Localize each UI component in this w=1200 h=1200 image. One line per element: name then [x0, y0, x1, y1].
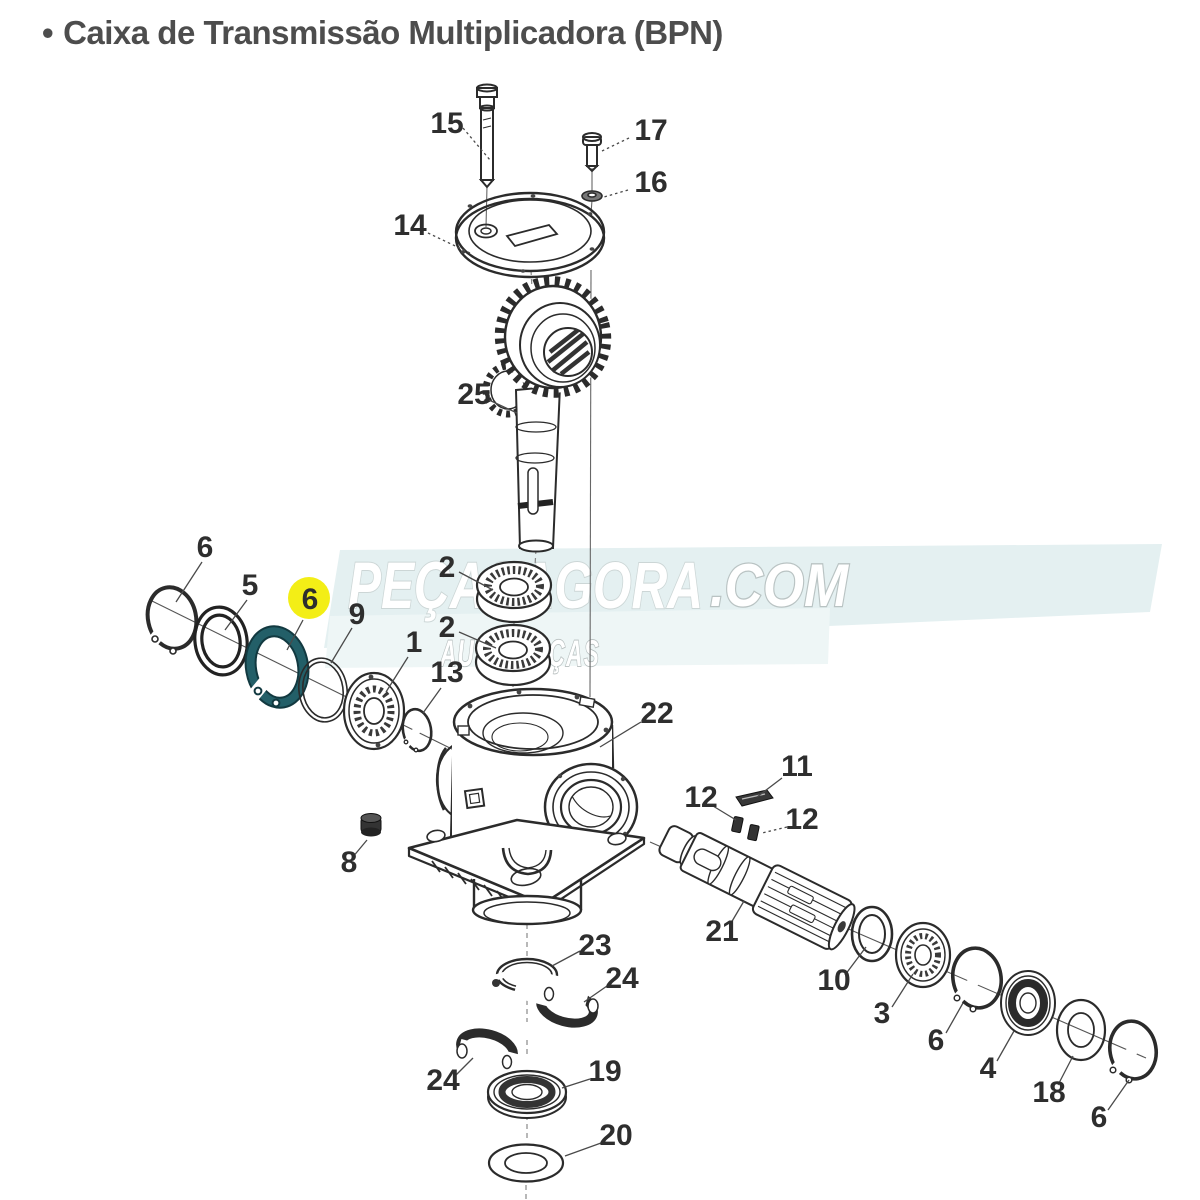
- page-title: •Caixa de Transmissão Multiplicadora (BP…: [42, 14, 723, 52]
- output-shaft-drawing: [658, 825, 856, 951]
- leader-line-tapered-bearing-lower: [458, 631, 497, 649]
- leader-line-gearbox-housing: [599, 721, 642, 748]
- leader-line-output-shaft: [730, 900, 745, 924]
- part-label-pin-left[interactable]: 12: [684, 781, 717, 814]
- part-label-tapered-bearing-lower[interactable]: 2: [439, 611, 456, 644]
- leader-line-plug: [351, 839, 368, 859]
- tapered-bearing-upper-drawing: [475, 560, 553, 624]
- leader-line-oil-seal-bottom: [561, 1078, 591, 1089]
- title-text: Caixa de Transmissão Multiplicadora (BPN…: [63, 14, 723, 51]
- part-label-key[interactable]: 11: [781, 750, 813, 783]
- lock-washer-drawing: [581, 190, 603, 202]
- title-bullet: •: [42, 14, 54, 51]
- leader-line-snap-ring-shaft-1: [945, 1002, 964, 1034]
- part-label-plug[interactable]: 8: [341, 846, 358, 879]
- leader-line-shim-ring: [330, 627, 353, 664]
- snap-ring-highlighted-drawing: [243, 625, 310, 709]
- washer-shaft-drawing: [850, 905, 894, 963]
- part-label-gearbox-housing[interactable]: 22: [640, 697, 673, 730]
- leader-line-gear-shaft: [488, 399, 518, 414]
- part-label-half-ring-left[interactable]: 24: [426, 1064, 460, 1097]
- leader-line-pin-right: [761, 826, 788, 834]
- oil-seal-bottom-drawing: [486, 1069, 568, 1119]
- cover-plate-drawing: [454, 191, 606, 279]
- part-label-pin-right[interactable]: 12: [785, 803, 818, 836]
- leader-line-washer-end: [1057, 1055, 1074, 1086]
- part-label-half-ring-right[interactable]: 24: [605, 962, 639, 995]
- leader-line-cover-plate: [427, 232, 471, 254]
- leader-line-key: [756, 777, 783, 798]
- snap-ring-shaft-1-drawing: [946, 946, 1004, 1013]
- leader-line-oil-seal-shaft: [996, 1030, 1015, 1062]
- half-ring-right-drawing: [513, 966, 599, 1028]
- watermark-tld-text: .COM: [710, 552, 850, 619]
- part-label-ball-bearing[interactable]: 1: [406, 626, 423, 659]
- leader-line-snap-ring-highlighted: [286, 619, 304, 651]
- ball-bearing-drawing: [342, 671, 406, 751]
- tapered-bearing-lower-drawing: [474, 623, 552, 687]
- washer-bottom-drawing: [487, 1143, 565, 1183]
- leader-line-snap-ring-shaft-2: [1107, 1079, 1130, 1111]
- part-label-snap-ring-small[interactable]: 13: [430, 656, 463, 689]
- washer-end-drawing: [1055, 998, 1107, 1062]
- leader-line-half-ring-right: [583, 985, 608, 1003]
- part-label-snap-ring-highlighted[interactable]: 6: [302, 583, 319, 616]
- part-label-snap-ring-bottom[interactable]: 23: [578, 929, 611, 962]
- part-label-tapered-bearing-upper[interactable]: 2: [439, 551, 456, 584]
- seal-ring-drawing: [193, 605, 249, 677]
- leader-line-seal-ring: [224, 599, 248, 631]
- gear-shaft-drawing: [482, 276, 612, 553]
- gearbox-housing-drawing: [407, 687, 646, 926]
- part-label-snap-ring-shaft-2[interactable]: 6: [1091, 1101, 1108, 1134]
- leader-line-snap-ring-left: [175, 561, 203, 603]
- part-label-cap-screw-long[interactable]: 15: [430, 107, 463, 140]
- leader-line-lock-washer: [603, 189, 629, 198]
- leader-line-half-ring-left: [455, 1057, 474, 1076]
- part-label-roller-bearing[interactable]: 3: [874, 997, 891, 1030]
- snap-ring-left-drawing: [141, 585, 199, 655]
- part-label-washer-end[interactable]: 18: [1032, 1076, 1065, 1109]
- part-label-oil-seal-shaft[interactable]: 4: [980, 1052, 997, 1085]
- leader-line-pin-left: [712, 805, 737, 821]
- leader-line-tapered-bearing-upper: [458, 571, 494, 591]
- part-label-lock-washer[interactable]: 16: [634, 166, 667, 199]
- snap-ring-small-drawing: [398, 707, 433, 753]
- part-label-washer-bottom[interactable]: 20: [599, 1119, 632, 1152]
- part-label-snap-ring-left[interactable]: 6: [197, 531, 214, 564]
- leader-line-snap-ring-small: [422, 687, 442, 714]
- leader-line-snap-ring-bottom: [551, 950, 581, 967]
- part-label-washer-shaft[interactable]: 10: [817, 964, 850, 997]
- part-label-gear-shaft[interactable]: 25: [457, 378, 490, 411]
- leader-line-cap-screw-long: [462, 127, 491, 161]
- leader-line-ball-bearing: [385, 656, 409, 693]
- part-label-snap-ring-shaft-1[interactable]: 6: [928, 1024, 945, 1057]
- pins-drawing: [731, 816, 760, 842]
- leader-line-washer-shaft: [844, 946, 867, 976]
- plug-drawing: [360, 813, 382, 837]
- part-label-screw-short[interactable]: 17: [634, 114, 667, 147]
- shim-ring-drawing: [298, 657, 348, 723]
- screw-short-drawing: [582, 132, 602, 173]
- part-label-shim-ring[interactable]: 9: [349, 598, 366, 631]
- key-drawing: [735, 789, 774, 807]
- part-label-output-shaft[interactable]: 21: [705, 915, 738, 948]
- leader-line-roller-bearing: [891, 973, 914, 1008]
- part-label-seal-ring[interactable]: 5: [242, 569, 259, 602]
- part-label-oil-seal-bottom[interactable]: 19: [588, 1055, 621, 1088]
- snap-ring-shaft-2-drawing: [1103, 1019, 1159, 1084]
- part-label-cover-plate[interactable]: 14: [393, 209, 427, 242]
- oil-seal-shaft-drawing: [1000, 970, 1056, 1036]
- leader-line-washer-bottom: [564, 1142, 602, 1157]
- leader-line-screw-short: [601, 137, 630, 152]
- highlight-circle[interactable]: [288, 577, 330, 619]
- cap-screw-long-drawing: [476, 83, 498, 189]
- roller-bearing-drawing: [894, 921, 952, 989]
